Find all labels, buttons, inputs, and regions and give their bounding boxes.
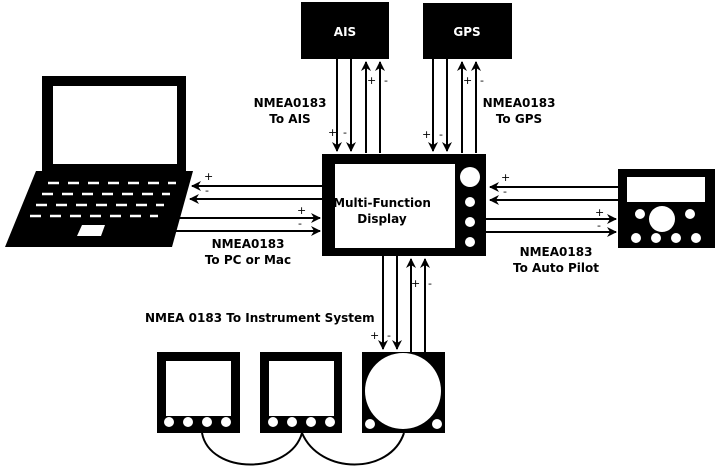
mfd-button <box>465 237 475 247</box>
pc-link-label-1: NMEA0183 <box>212 237 285 251</box>
ais-in-minus: - <box>384 74 388 87</box>
instrument-link-label: NMEA 0183 To Instrument System <box>145 311 375 325</box>
multi-function-display: Multi-Function Display <box>322 154 486 256</box>
ais-out-plus: + <box>328 126 337 139</box>
daisy-chain-cable-1 <box>201 432 303 466</box>
pc-out-plus: + <box>297 204 306 217</box>
ap-link-label-2: To Auto Pilot <box>513 261 599 275</box>
mfd-label-1: Multi-Function <box>333 196 431 210</box>
gps-device: GPS <box>423 3 512 59</box>
autopilot-knob <box>649 206 675 232</box>
gps-link-label-2: To GPS <box>496 112 542 126</box>
autopilot-screen <box>627 177 705 202</box>
ap-out-plus: + <box>595 206 604 219</box>
instrument-gauge-3 <box>362 352 445 433</box>
laptop-trackpad <box>77 225 105 236</box>
ais-device: AIS <box>301 2 389 59</box>
pc-wires <box>174 181 322 236</box>
ais-in-plus: + <box>367 74 376 87</box>
ap-in-minus: - <box>503 185 507 198</box>
ais-out-minus: - <box>343 126 347 139</box>
gps-in-plus: + <box>463 74 472 87</box>
pc-in-minus: - <box>205 184 209 197</box>
gps-out-minus: - <box>439 128 443 141</box>
gps-out-plus: + <box>422 128 431 141</box>
laptop-screen <box>53 86 177 164</box>
autopilot-button <box>691 233 701 243</box>
gps-label: GPS <box>453 25 480 39</box>
inst-in-plus: + <box>411 277 420 290</box>
instrument-wires <box>378 256 430 352</box>
mfd-knob <box>460 167 480 187</box>
ais-link-label-2: To AIS <box>269 112 310 126</box>
inst-out-plus: + <box>370 329 379 342</box>
autopilot-button <box>651 233 661 243</box>
ap-link-label-1: NMEA0183 <box>520 245 593 259</box>
autopilot-button <box>685 209 695 219</box>
ais-link-label-1: NMEA0183 <box>254 96 327 110</box>
gps-in-minus: - <box>480 74 484 87</box>
laptop-keys <box>30 181 176 218</box>
mfd-button <box>465 217 475 227</box>
pc-link-label-2: To PC or Mac <box>205 253 291 267</box>
mfd-button <box>465 197 475 207</box>
gps-wires <box>428 59 481 153</box>
laptop-keyboard-base <box>5 171 193 247</box>
pc-in-plus: + <box>204 170 213 183</box>
autopilot-device <box>618 169 715 248</box>
mfd-label-2: Display <box>357 212 407 226</box>
autopilot-button <box>635 209 645 219</box>
inst-out-minus: - <box>387 329 391 342</box>
instrument-display-2 <box>260 352 342 433</box>
inst-in-minus: - <box>428 277 432 290</box>
daisy-chain-cable-2 <box>301 432 405 466</box>
ais-label: AIS <box>334 25 356 39</box>
autopilot-button <box>631 233 641 243</box>
autopilot-wires <box>486 182 618 237</box>
laptop-device <box>5 76 193 247</box>
pc-out-minus: - <box>298 217 302 230</box>
instrument-display-1 <box>157 352 240 433</box>
ap-out-minus: - <box>597 219 601 232</box>
ais-wires <box>332 59 385 153</box>
ap-in-plus: + <box>501 171 510 184</box>
autopilot-button <box>671 233 681 243</box>
mfd-screen <box>335 164 455 248</box>
gps-link-label-1: NMEA0183 <box>483 96 556 110</box>
